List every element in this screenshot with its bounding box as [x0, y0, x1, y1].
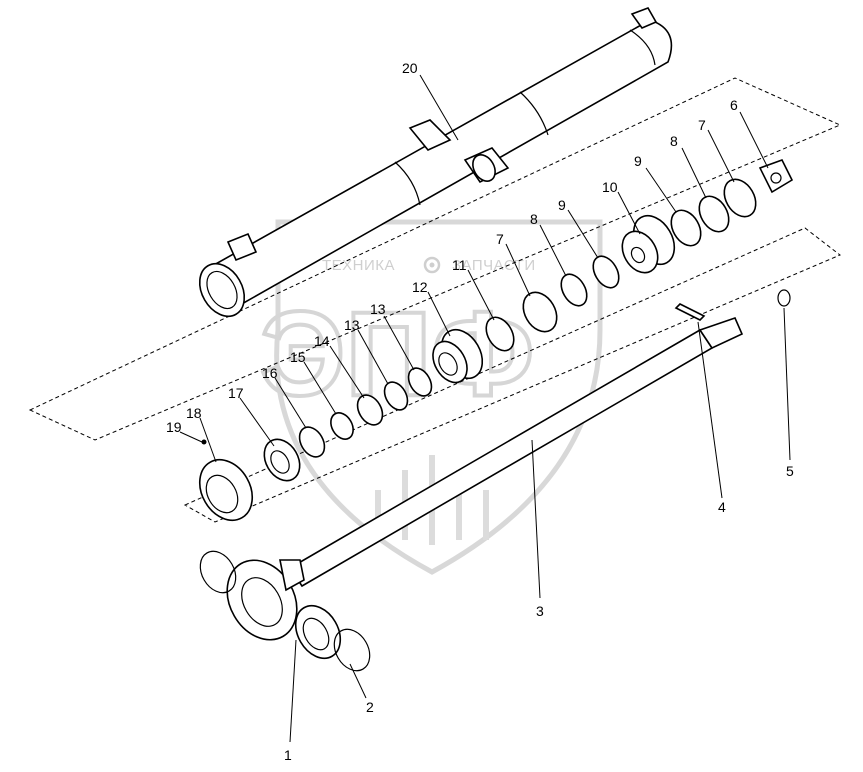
part-11-ring [485, 316, 515, 352]
callout-labels: 1 2 3 4 5 6 7 8 9 10 9 8 7 11 12 13 13 1… [166, 60, 794, 763]
part-8-ring-lower [560, 273, 588, 307]
part-7-ring [723, 178, 757, 218]
part-8-ring [698, 195, 730, 233]
part-13-ring [407, 367, 433, 397]
part-4-pin [674, 303, 706, 321]
callout-10: 10 [602, 179, 618, 195]
watermark: ЭПФ ТЕХНИКА ЗАПЧАСТИ [258, 219, 603, 575]
callout-1: 1 [284, 747, 292, 763]
callout-13-upper: 13 [370, 301, 386, 317]
gear-icon [423, 256, 441, 274]
callout-15: 15 [290, 349, 306, 365]
middle-seal-stack [198, 328, 484, 521]
part-15-ring [330, 412, 354, 440]
callout-18: 18 [186, 405, 202, 421]
callout-3: 3 [536, 603, 544, 619]
part-20-cylinder-barrel [198, 7, 673, 318]
part-1-rod-eye [226, 559, 305, 641]
callout-12: 12 [412, 279, 428, 295]
part-3-piston-rod [199, 289, 791, 672]
callout-17: 17 [228, 385, 244, 401]
callout-16: 16 [262, 365, 278, 381]
part-2-retaining-ring [333, 628, 371, 672]
part-6-lock-nut [758, 159, 794, 194]
leader-lines [179, 74, 791, 743]
callout-4: 4 [718, 499, 726, 515]
callout-7-lower: 7 [496, 231, 504, 247]
callout-6: 6 [730, 97, 738, 113]
part-19-screw [201, 439, 207, 445]
part-18-gland-nut [198, 459, 254, 521]
callout-8-lower: 8 [530, 211, 538, 227]
retaining-ring-left [199, 550, 237, 594]
callout-2: 2 [366, 699, 374, 715]
callout-7-upper: 7 [698, 117, 706, 133]
callout-9-upper: 9 [634, 153, 642, 169]
watermark-left-text: ТЕХНИКА [322, 257, 395, 274]
part-9-ring-lower [592, 255, 620, 289]
callout-14: 14 [314, 333, 330, 349]
part-16-ring [298, 426, 326, 458]
part-13-ring-b [383, 381, 409, 411]
assembly-dashed-outlines [28, 77, 842, 523]
callout-5: 5 [786, 463, 794, 479]
part-12-bushing [432, 328, 484, 384]
part-9-ring [670, 209, 702, 247]
callout-13-lower: 13 [344, 317, 360, 333]
part-5-o-ring [777, 289, 791, 307]
callout-9-lower: 9 [558, 197, 566, 213]
part-14-seal [356, 394, 384, 426]
part-1-bearing-bush [294, 604, 342, 660]
callout-8-upper: 8 [670, 133, 678, 149]
callout-11: 11 [452, 257, 467, 273]
callout-19: 19 [166, 419, 182, 435]
callout-20: 20 [402, 60, 418, 76]
part-10-piston [621, 214, 676, 274]
upper-seal-stack [485, 159, 794, 352]
